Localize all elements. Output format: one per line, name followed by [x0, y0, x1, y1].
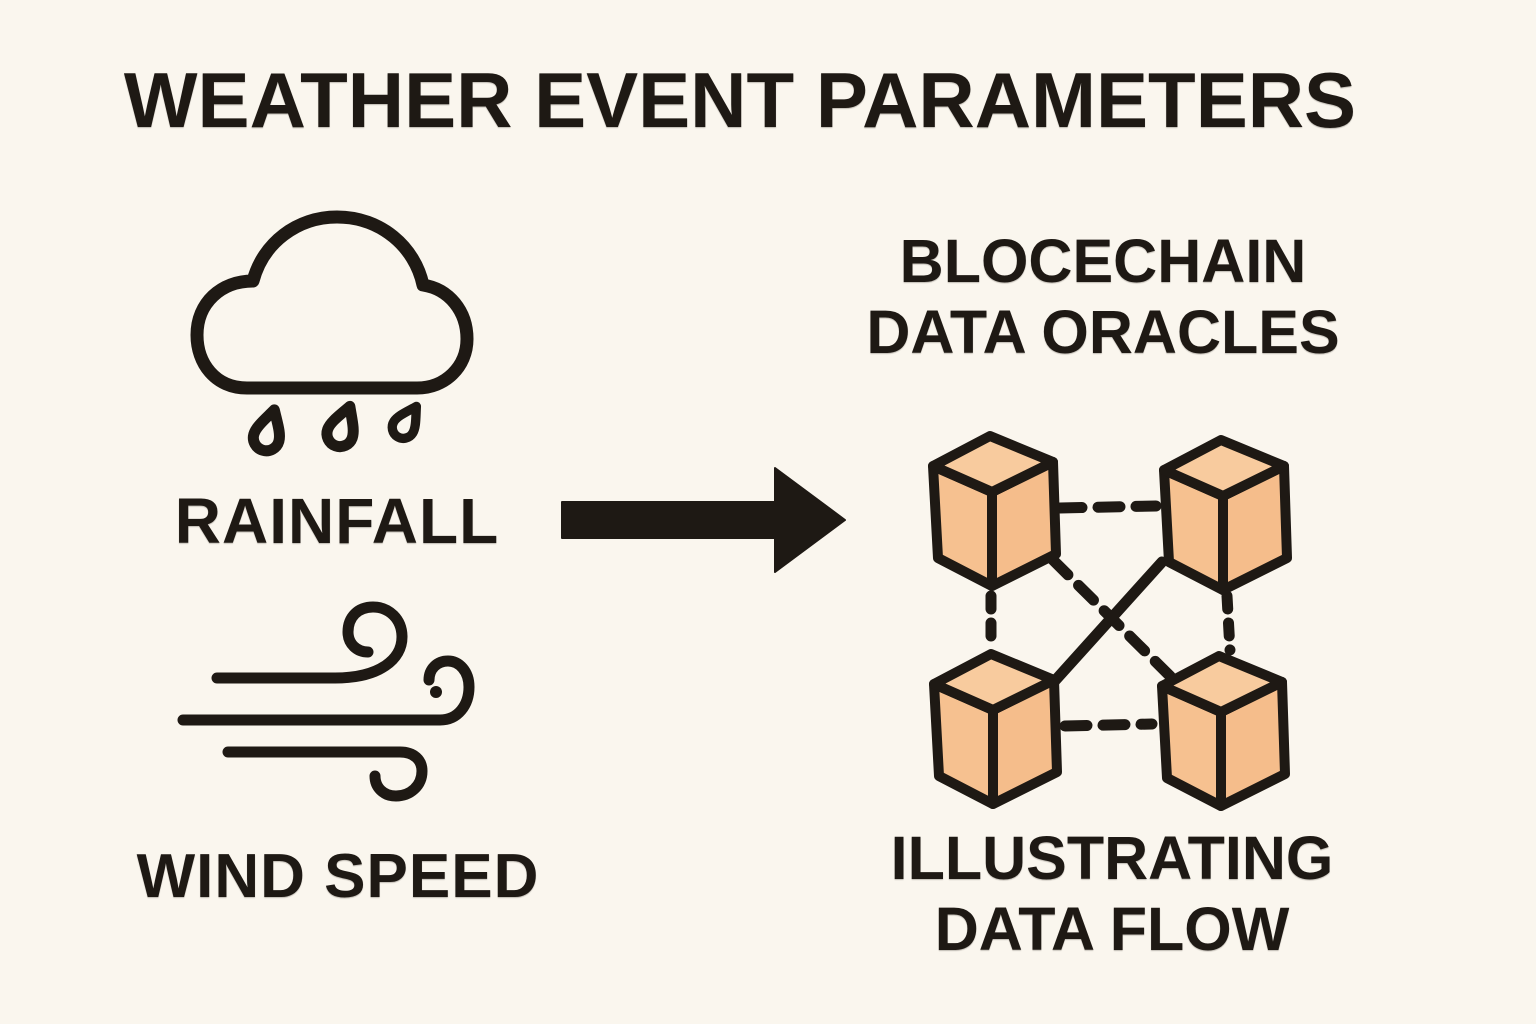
page-title: WEATHER EVENT PARAMETERS	[123, 56, 1357, 144]
cloud-shape	[190, 210, 474, 395]
raindrop-icon	[321, 400, 359, 453]
wind-gust-middle	[177, 655, 475, 726]
edge-bottom-dashed	[1059, 718, 1158, 732]
flow-caption-line2: DATA FLOW	[934, 895, 1290, 963]
raindrop-icon	[247, 404, 285, 457]
arrow-shape	[561, 467, 846, 573]
oracle-heading-line1: BLOCECHAIN	[899, 227, 1307, 295]
wind-icon	[177, 601, 475, 802]
raindrops	[247, 400, 422, 457]
network-edges	[985, 500, 1236, 732]
wind-gust-top	[211, 601, 408, 684]
rain-cloud-icon	[190, 210, 474, 457]
flow-caption-line1: ILLUSTRATING	[890, 824, 1334, 892]
flow-caption: ILLUSTRATING DATA FLOW	[891, 823, 1334, 965]
wind-gust-bottom	[222, 746, 428, 802]
block-cube-top-left	[933, 436, 1056, 586]
block-cube-bottom-right	[1162, 656, 1285, 806]
block-cube-top-right	[1164, 440, 1287, 590]
edge-diagonal-solid	[1046, 556, 1168, 690]
raindrop-icon	[387, 401, 422, 444]
cube-network-diagram	[900, 420, 1340, 840]
edge-right-dashed	[1221, 590, 1236, 656]
rainfall-label: RAINFALL	[174, 485, 500, 557]
wind-speed-label: WIND SPEED	[136, 842, 540, 911]
wind-dot	[430, 686, 442, 698]
right-arrow-icon	[561, 467, 846, 573]
oracle-heading: BLOCECHAIN DATA ORACLES	[866, 226, 1339, 368]
edge-top-dashed	[1054, 500, 1162, 514]
oracle-heading-line2: DATA ORACLES	[866, 298, 1340, 366]
block-cube-bottom-left	[934, 654, 1057, 804]
